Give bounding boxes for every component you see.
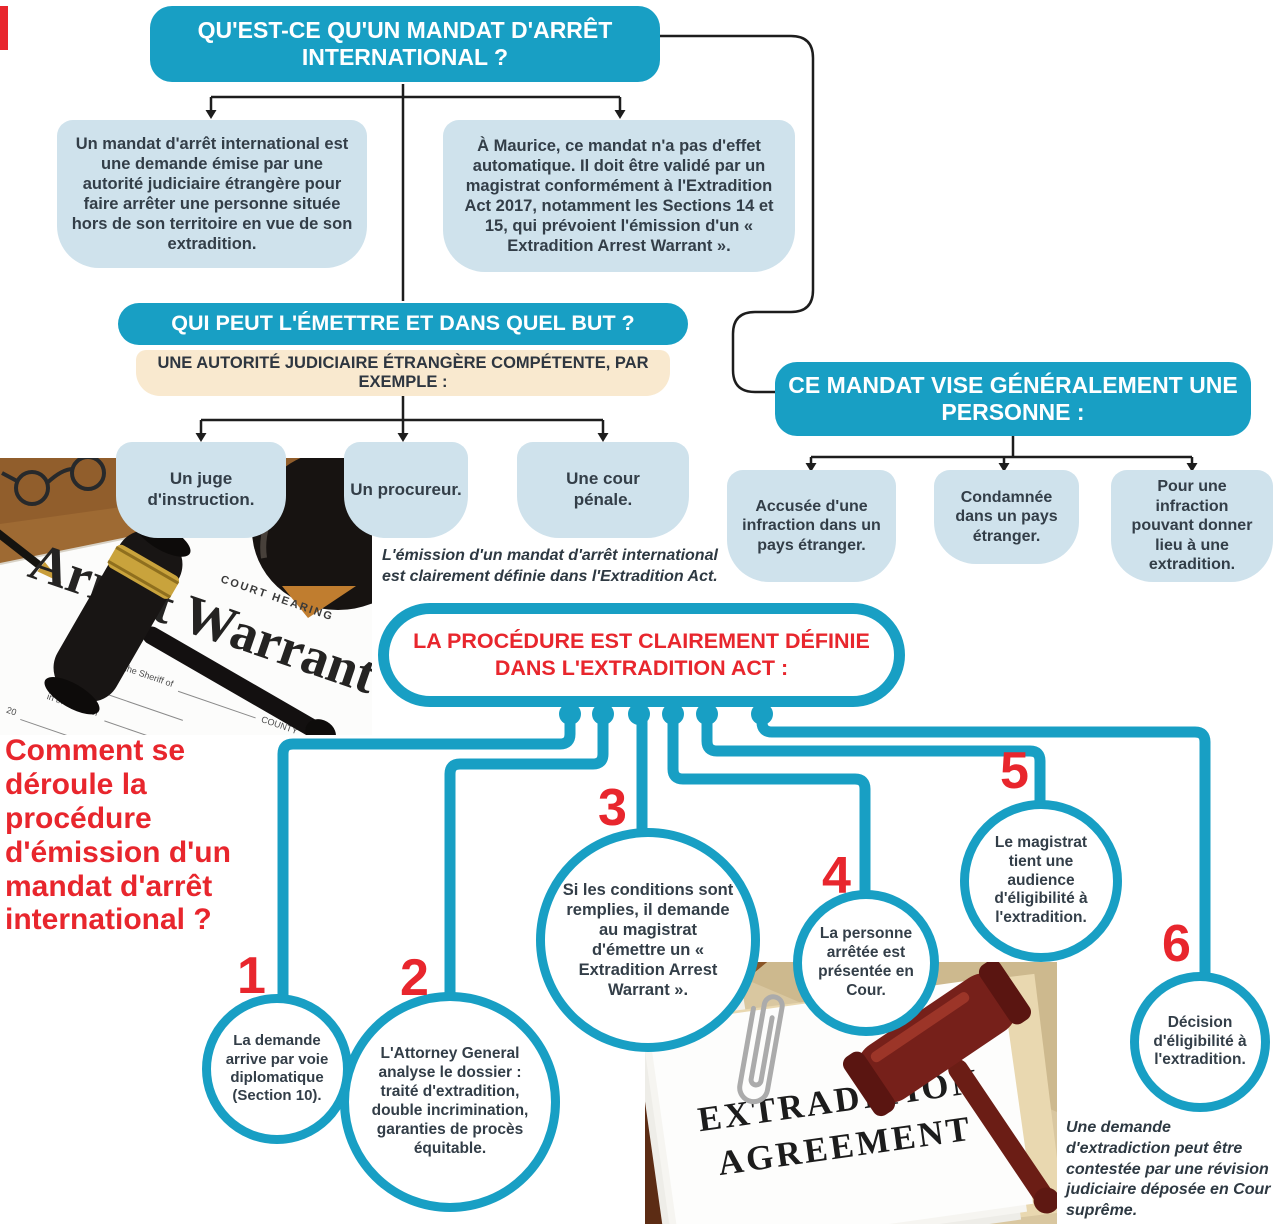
step-circle-4: La personne arrêtée est présentée en Cou… [793, 890, 939, 1036]
example-box-judge: Un juge d'instruction. [116, 442, 286, 538]
page-edge-mark [0, 6, 8, 50]
paperclip-icon [737, 994, 785, 1105]
example-prosecutor: Un procureur. [350, 479, 462, 499]
definition-text-1: Un mandat d'arrêt international est une … [71, 134, 353, 254]
definition-box-1: Un mandat d'arrêt international est une … [57, 120, 367, 268]
svg-text:20: 20 [5, 705, 18, 718]
step-text-6: Décision d'éligibilité à l'extradition. [1153, 1013, 1247, 1069]
who-subtitle-box: UNE AUTORITÉ JUDICIAIRE ÉTRANGÈRE COMPÉT… [136, 350, 670, 396]
main-title: QU'EST-CE QU'UN MANDAT D'ARRÊT INTERNATI… [197, 16, 613, 70]
who-title: QUI PEUT L'ÉMETTRE ET DANS QUEL BUT ? [171, 311, 635, 336]
step-number-5: 5 [1000, 742, 1029, 800]
step-circle-5: Le magistrat tient une audience d'éligib… [960, 800, 1122, 962]
glasses-icon [1, 458, 106, 506]
target-box-offence: Pour une infraction pouvant donner lieu … [1111, 470, 1273, 582]
step-circle-1: La demande arrive par voie diplomatique … [202, 994, 352, 1144]
target-title: CE MANDAT VISE GÉNÉRALEMENT UNE PERSONNE… [788, 371, 1238, 425]
target-title-banner: CE MANDAT VISE GÉNÉRALEMENT UNE PERSONNE… [775, 362, 1251, 436]
example-judge: Un juge d'instruction. [147, 469, 255, 509]
who-subtitle: UNE AUTORITÉ JUDICIAIRE ÉTRANGÈRE COMPÉT… [157, 354, 649, 391]
step-number-3: 3 [598, 779, 627, 837]
extradition-agreement-photo: EXTRADITION AGREEMENT [645, 962, 1057, 1224]
target-box-convicted: Condamnée dans un pays étranger. [934, 470, 1079, 564]
step-text-3: Si les conditions sont remplies, il dema… [562, 880, 734, 1000]
procedure-banner: LA PROCÉDURE EST CLAIREMENT DÉFINIE DANS… [378, 603, 905, 707]
target-convicted: Condamnée dans un pays étranger. [955, 488, 1058, 545]
target-accused: Accusée d'une infraction dans un pays ét… [742, 497, 881, 554]
teal-dots [559, 703, 773, 725]
step-text-1: La demande arrive par voie diplomatique … [225, 1032, 329, 1105]
definition-box-2: À Maurice, ce mandat n'a pas d'effet aut… [443, 120, 795, 272]
step-circle-2: L'Attorney General analyse le dossier : … [340, 992, 560, 1212]
arrowheads [195, 110, 1198, 472]
step-number-6: 6 [1162, 915, 1191, 973]
step-circle-6: Décision d'éligibilité à l'extradition. [1130, 972, 1270, 1112]
step-text-5: Le magistrat tient une audience d'éligib… [994, 833, 1088, 927]
emission-note: L'émission d'un mandat d'arrêt internati… [382, 547, 718, 585]
step-number-1: 1 [237, 947, 266, 1005]
red-gavel-icon [842, 962, 1057, 1214]
step-number-2: 2 [400, 949, 429, 1007]
who-title-banner: QUI PEUT L'ÉMETTRE ET DANS QUEL BUT ? [118, 303, 688, 345]
definition-text-2: À Maurice, ce mandat n'a pas d'effet aut… [464, 136, 774, 256]
main-title-banner: QU'EST-CE QU'UN MANDAT D'ARRÊT INTERNATI… [150, 6, 660, 82]
contest-note: Une demande d'extradiction peut être con… [1066, 1119, 1271, 1220]
step-number-4: 4 [822, 847, 851, 905]
target-box-accused: Accusée d'une infraction dans un pays ét… [727, 470, 896, 582]
step-circle-3: Si les conditions sont remplies, il dema… [536, 828, 760, 1052]
gavel-icon [44, 519, 336, 735]
procedure-question: Comment se déroule la procédure d'émissi… [5, 734, 231, 937]
procedure-banner-text: LA PROCÉDURE EST CLAIREMENT DÉFINIE DANS… [413, 629, 870, 680]
teal-connectors [277, 712, 1211, 998]
example-box-prosecutor: Un procureur. [344, 442, 468, 538]
example-court: Une cour pénale. [566, 469, 640, 509]
example-box-court: Une cour pénale. [517, 442, 689, 538]
pen-icon [0, 517, 62, 583]
step-text-4: La personne arrêtée est présentée en Cou… [818, 925, 914, 999]
target-offence: Pour une infraction pouvant donner lieu … [1131, 478, 1253, 574]
black-connectors [199, 34, 1194, 464]
step-text-2: L'Attorney General analyse le dossier : … [371, 1045, 529, 1157]
